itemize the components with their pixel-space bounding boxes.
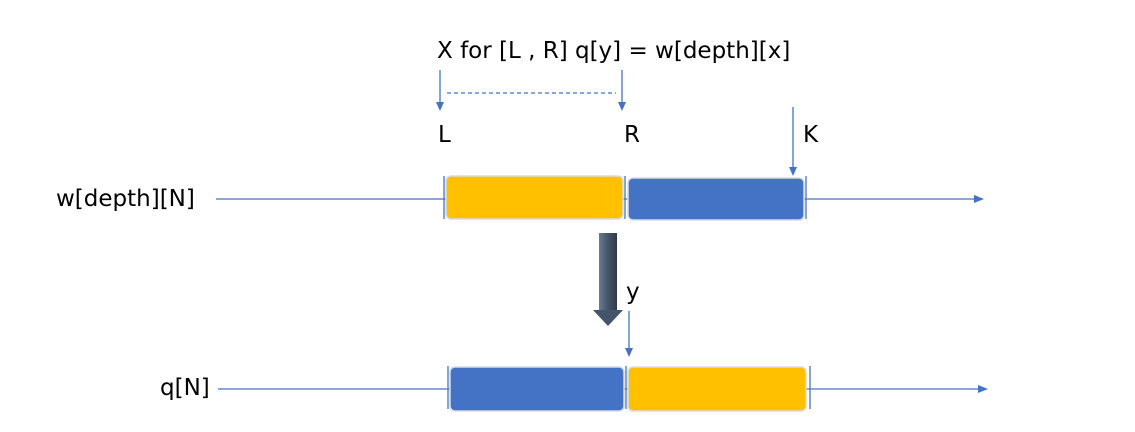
down-arrow-shaft — [599, 233, 617, 311]
k-pointer-arrowhead — [789, 167, 797, 176]
label-y: y — [626, 279, 640, 305]
range-indicator — [436, 70, 626, 111]
source-array-name: w[depth][N] — [56, 186, 195, 212]
label-r: R — [624, 122, 640, 148]
r-pointer-arrowhead — [618, 102, 626, 111]
y-pointer-arrowhead — [625, 348, 633, 357]
y-pointer — [625, 311, 633, 357]
k-pointer — [789, 107, 797, 176]
down-arrow-head — [593, 310, 623, 326]
target-segment-moved-l-r — [627, 366, 807, 412]
source-axis-arrowhead — [974, 195, 984, 203]
source-segment-l-r — [445, 175, 624, 220]
caption-formula: X for [L , R] q[y] = w[depth][x] — [437, 38, 791, 64]
transfer-down-arrow — [593, 233, 623, 326]
source-array — [216, 175, 984, 221]
target-axis-arrowhead — [978, 385, 988, 393]
target-segment-moved-r-k — [449, 366, 625, 412]
label-k: K — [803, 122, 819, 148]
l-pointer-arrowhead — [436, 102, 444, 111]
target-array — [218, 366, 988, 412]
label-l: L — [438, 122, 451, 148]
target-array-name: q[N] — [160, 375, 210, 401]
source-segment-r-k — [627, 177, 805, 221]
